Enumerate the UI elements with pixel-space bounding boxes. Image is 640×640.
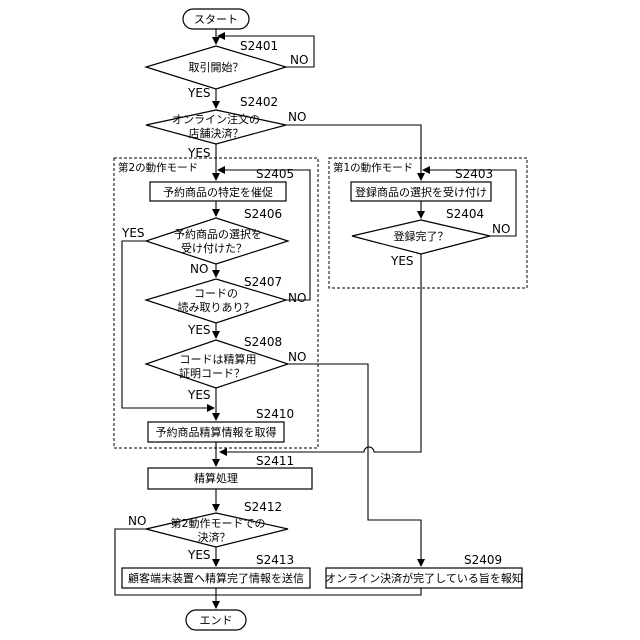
s2408-text-line1: コードは精算用: [180, 352, 257, 366]
s2408-no-label: NO: [288, 350, 306, 364]
s2409-step: S2409: [464, 553, 502, 567]
process-s2410: 予約商品精算情報を取得 S2410: [148, 407, 294, 442]
s2412-text-line2: 決済？: [198, 530, 231, 544]
s2412-step: S2412: [244, 500, 282, 514]
decision-s2407: コードの 読み取りあり？ S2407: [146, 275, 286, 323]
s2404-step: S2404: [446, 207, 484, 221]
s2408-step: S2408: [244, 335, 282, 349]
s2402-no-label: NO: [288, 110, 306, 124]
edge-s2408-no: [286, 364, 421, 566]
s2402-text-line2: 店舗決済？: [189, 126, 244, 140]
end-terminal: エンド: [186, 610, 246, 630]
s2403-text: 登録商品の選択を受け付け: [355, 185, 487, 199]
end-label: エンド: [200, 614, 233, 627]
s2407-no-label: NO: [288, 291, 306, 305]
s2409-text: オンライン決済が完了している旨を報知: [325, 571, 523, 585]
s2401-step: S2401: [240, 39, 278, 53]
s2401-yes-label: YES: [187, 86, 211, 100]
s2411-text: 精算処理: [194, 471, 238, 485]
s2404-yes-label: YES: [390, 254, 414, 268]
mode1-label: 第1の動作モード: [333, 161, 413, 174]
decision-s2412: 第2動作モードでの 決済？ S2412: [146, 500, 288, 547]
start-terminal: スタート: [183, 9, 249, 29]
s2406-yes-label: YES: [121, 226, 145, 240]
s2402-yes-label: YES: [187, 146, 211, 160]
s2412-no-label: NO: [128, 514, 146, 528]
s2408-text-line2: 証明コード？: [179, 367, 245, 380]
s2405-text: 予約商品の特定を催促: [163, 185, 273, 199]
s2412-text-line1: 第2動作モードでの: [171, 516, 266, 530]
s2404-text: 登録完了？: [394, 229, 449, 243]
s2406-text-line1: 予約商品の選択を: [174, 227, 262, 241]
edge-s2409-end: [216, 588, 421, 595]
decision-s2406: 予約商品の選択を 受け付けた？ S2406: [146, 207, 288, 264]
s2404-no-label: NO: [492, 222, 510, 236]
s2410-step: S2410: [256, 407, 294, 421]
s2413-step: S2413: [256, 553, 294, 567]
s2402-step: S2402: [240, 95, 278, 109]
s2406-step: S2406: [244, 207, 282, 221]
process-s2411: 精算処理 S2411: [148, 454, 312, 489]
decision-s2408: コードは精算用 証明コード？ S2408: [146, 335, 288, 388]
s2410-text: 予約商品精算情報を取得: [156, 425, 277, 439]
s2407-text-line2: 読み取りあり？: [178, 300, 255, 314]
process-s2409: オンライン決済が完了している旨を報知 S2409: [325, 553, 523, 588]
s2413-text: 顧客端末装置へ精算完了情報を送信: [128, 571, 304, 585]
mode2-label: 第2の動作モード: [118, 161, 198, 174]
s2406-no-label: NO: [190, 262, 208, 276]
s2401-no-label: NO: [290, 53, 308, 67]
s2406-text-line2: 受け付けた？: [181, 242, 247, 255]
s2408-yes-label: YES: [187, 388, 211, 402]
s2407-text-line1: コードの: [194, 287, 238, 300]
s2403-step: S2403: [455, 167, 493, 181]
s2402-text-line1: オンライン注文の: [172, 112, 260, 126]
s2401-text: 取引開始？: [189, 60, 244, 74]
s2411-step: S2411: [256, 454, 294, 468]
decision-s2401: 取引開始？ S2401: [146, 39, 286, 89]
s2405-step: S2405: [256, 167, 294, 181]
s2407-yes-label: YES: [187, 323, 211, 337]
s2412-yes-label: YES: [187, 548, 211, 562]
s2407-step: S2407: [244, 275, 282, 289]
start-label: スタート: [194, 13, 238, 26]
